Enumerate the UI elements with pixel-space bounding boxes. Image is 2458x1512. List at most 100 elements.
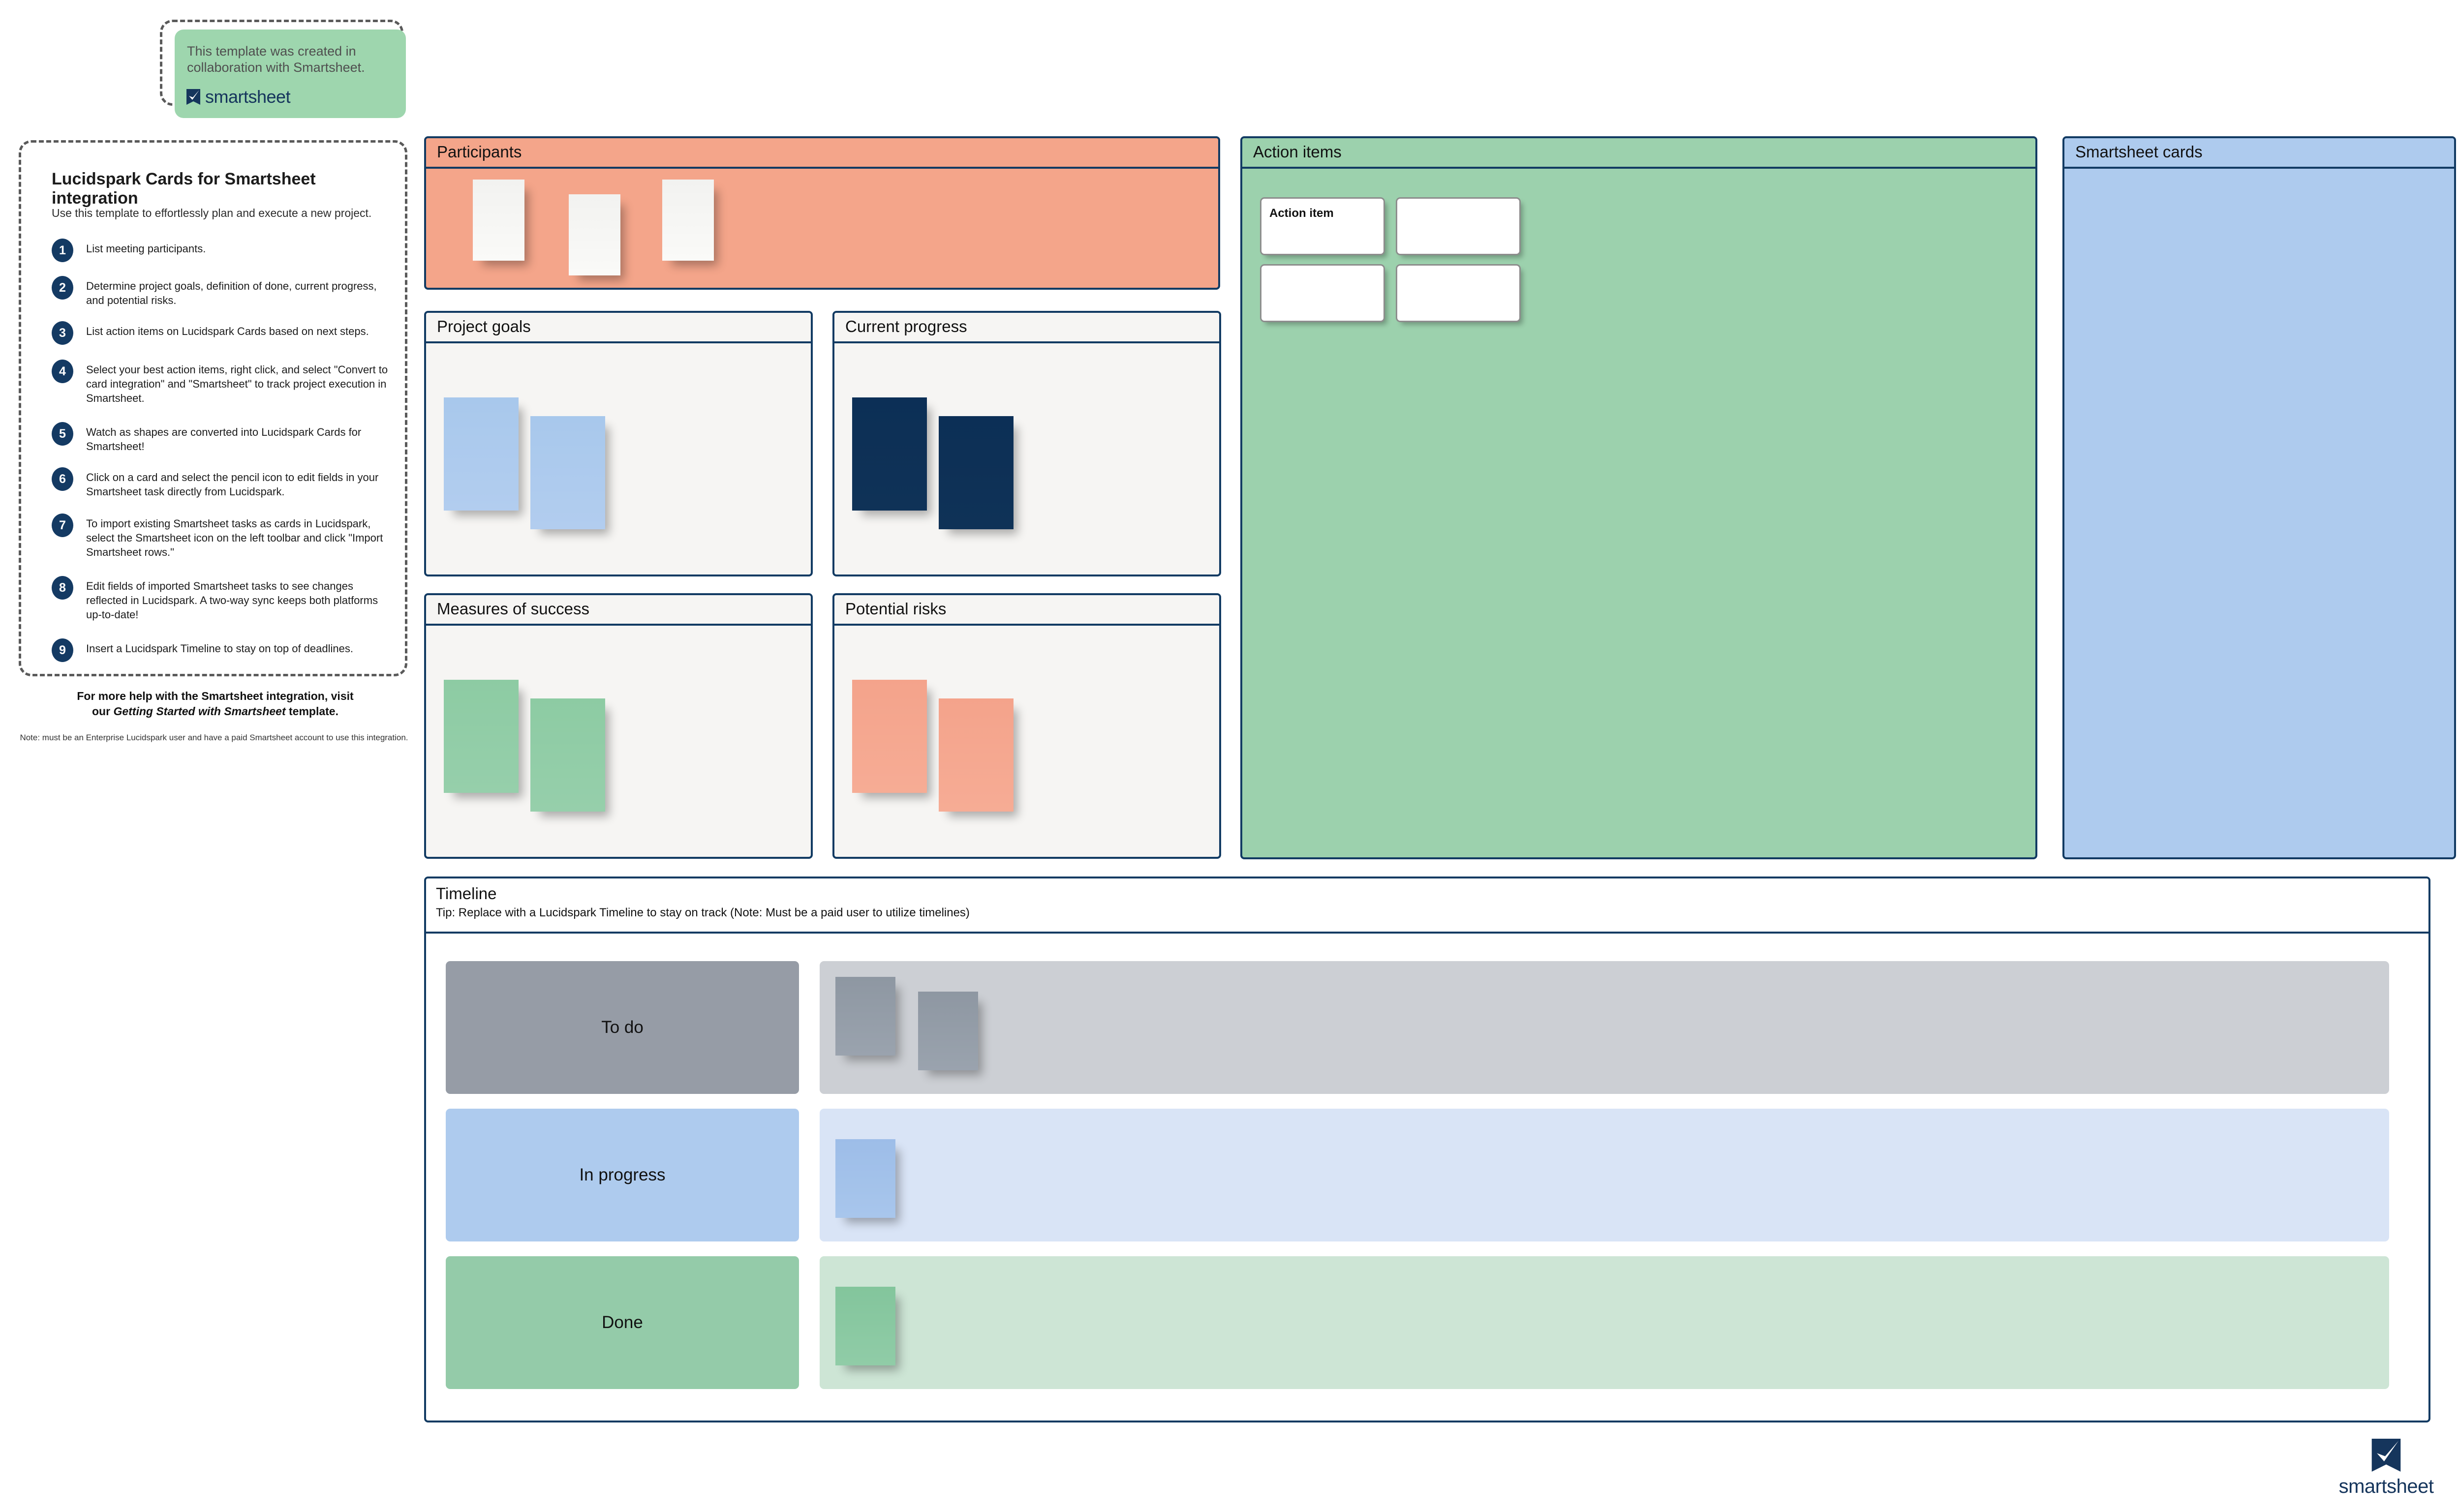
step-number-badge: 5: [52, 422, 73, 446]
page-title: Lucidspark Cards for Smartsheet integrat…: [52, 170, 316, 208]
smartsheet-cards-panel: Smartsheet cards: [2062, 136, 2456, 859]
instructions-subtitle: Use this template to effortlessly plan a…: [52, 207, 372, 219]
instruction-step: 6 Click on a card and select the pencil i…: [52, 467, 396, 499]
participants-title: Participants: [437, 143, 522, 161]
smartsheet-cards-header: Smartsheet cards: [2064, 138, 2454, 169]
participants-header: Participants: [426, 138, 1218, 169]
step-text: Edit fields of imported Smartsheet tasks…: [86, 580, 378, 621]
step-text: Determine project goals, definition of d…: [86, 280, 377, 307]
timeline-title: Timeline: [436, 884, 497, 903]
timeline-header: Timeline Tip: Replace with a Lucidspark …: [426, 878, 2428, 934]
timeline-body: To do In progress Done: [426, 934, 2428, 1421]
sticky-note[interactable]: [835, 1139, 895, 1218]
smartsheet-logo: smartsheet: [186, 87, 291, 107]
step-number-badge: 7: [52, 514, 73, 538]
action-item-cell[interactable]: [1260, 264, 1385, 322]
instruction-step: 3 List action items on Lucidspark Cards b…: [52, 321, 396, 345]
instruction-step: 4 Select your best action items, right cl…: [52, 360, 396, 405]
action-item-cell[interactable]: [1396, 264, 1521, 322]
measures-of-success-body: [426, 626, 811, 857]
sticky-note[interactable]: [530, 698, 605, 812]
potential-risks-body: [834, 626, 1219, 857]
sticky-note[interactable]: [530, 416, 605, 529]
timeline-row-label-text: In progress: [579, 1165, 666, 1184]
timeline-lane-done[interactable]: [820, 1256, 2389, 1389]
step-text: Click on a card and select the pencil ic…: [86, 471, 379, 498]
action-items-body: Action item: [1242, 169, 2035, 857]
timeline-lane-in-progress[interactable]: [820, 1109, 2389, 1241]
smartsheet-brand-logo: smartsheet: [2339, 1439, 2434, 1498]
timeline-lane-todo[interactable]: [820, 961, 2389, 1094]
timeline-row-label-in-progress[interactable]: In progress: [446, 1109, 799, 1241]
current-progress-body: [834, 343, 1219, 575]
timeline-tip: Tip: Replace with a Lucidspark Timeline …: [436, 906, 970, 919]
participants-body: [426, 169, 1218, 288]
potential-risks-header: Potential risks: [834, 595, 1219, 626]
step-text: List action items on Lucidspark Cards ba…: [86, 325, 369, 338]
step-text: To import existing Smartsheet tasks as c…: [86, 517, 383, 559]
timeline-row-label-text: Done: [602, 1313, 643, 1332]
action-item-cell[interactable]: Action item: [1260, 197, 1385, 255]
step-text: Watch as shapes are converted into Lucid…: [86, 426, 362, 453]
sticky-note[interactable]: [835, 1287, 895, 1365]
current-progress-panel: Current progress: [832, 311, 1221, 576]
timeline-row-label-done[interactable]: Done: [446, 1256, 799, 1389]
sticky-note[interactable]: [939, 416, 1014, 529]
step-text: Insert a Lucidspark Timeline to stay on …: [86, 642, 353, 655]
timeline-row-label-text: To do: [601, 1018, 644, 1037]
project-goals-title: Project goals: [437, 317, 531, 336]
smartsheet-cards-title: Smartsheet cards: [2075, 143, 2203, 161]
smartsheet-checkmark-icon: [186, 89, 200, 105]
sticky-note[interactable]: [569, 194, 620, 275]
step-text: Select your best action items, right cli…: [86, 363, 388, 405]
project-goals-header: Project goals: [426, 313, 811, 343]
sticky-note[interactable]: [473, 180, 524, 261]
sticky-note[interactable]: [444, 397, 519, 511]
sticky-note[interactable]: [662, 180, 714, 261]
action-items-panel: Action items Action item: [1240, 136, 2037, 859]
help-line: For more help with the Smartsheet integr…: [30, 689, 401, 719]
sticky-note[interactable]: [918, 992, 978, 1070]
potential-risks-title: Potential risks: [845, 600, 947, 618]
step-number-badge: 9: [52, 638, 73, 663]
action-items-title: Action items: [1253, 143, 1342, 161]
sticky-note[interactable]: [835, 977, 895, 1056]
step-number-badge: 1: [52, 239, 73, 262]
step-number-badge: 4: [52, 360, 73, 384]
current-progress-title: Current progress: [845, 317, 967, 336]
potential-risks-panel: Potential risks: [832, 593, 1221, 859]
smartsheet-wordmark: smartsheet: [2338, 1476, 2434, 1497]
sticky-note[interactable]: [444, 680, 519, 793]
measures-of-success-panel: Measures of success: [424, 593, 813, 859]
collab-note-text: This template was created in collaborati…: [187, 44, 365, 75]
collab-note[interactable]: This template was created in collaborati…: [175, 30, 406, 118]
action-items-header: Action items: [1242, 138, 2035, 169]
help-line-1: For more help with the Smartsheet integr…: [77, 690, 354, 702]
sticky-note[interactable]: [939, 698, 1014, 812]
measures-of-success-title: Measures of success: [437, 600, 589, 618]
timeline-row-label-todo[interactable]: To do: [446, 961, 799, 1094]
instruction-step: 5 Watch as shapes are converted into Luci…: [52, 422, 396, 454]
step-number-badge: 3: [52, 321, 73, 345]
smartsheet-checkmark-icon: [2371, 1439, 2401, 1472]
help-line-2-prefix: our: [92, 705, 114, 718]
help-link-text[interactable]: Getting Started with Smartsheet: [113, 705, 286, 718]
sticky-note[interactable]: [852, 397, 927, 511]
step-number-badge: 6: [52, 467, 73, 491]
smartsheet-wordmark: smartsheet: [205, 87, 291, 107]
help-line-2-suffix: template.: [285, 705, 338, 718]
instruction-step: 9 Insert a Lucidspark Timeline to stay on…: [52, 638, 396, 663]
action-item-cell[interactable]: [1396, 197, 1521, 255]
integration-note: Note: must be an Enterprise Lucidspark u…: [20, 733, 408, 742]
action-item-label: Action item: [1269, 207, 1334, 220]
sticky-note[interactable]: [852, 680, 927, 793]
project-goals-body: [426, 343, 811, 575]
measures-of-success-header: Measures of success: [426, 595, 811, 626]
participants-panel: Participants: [424, 136, 1220, 290]
project-goals-panel: Project goals: [424, 311, 813, 576]
